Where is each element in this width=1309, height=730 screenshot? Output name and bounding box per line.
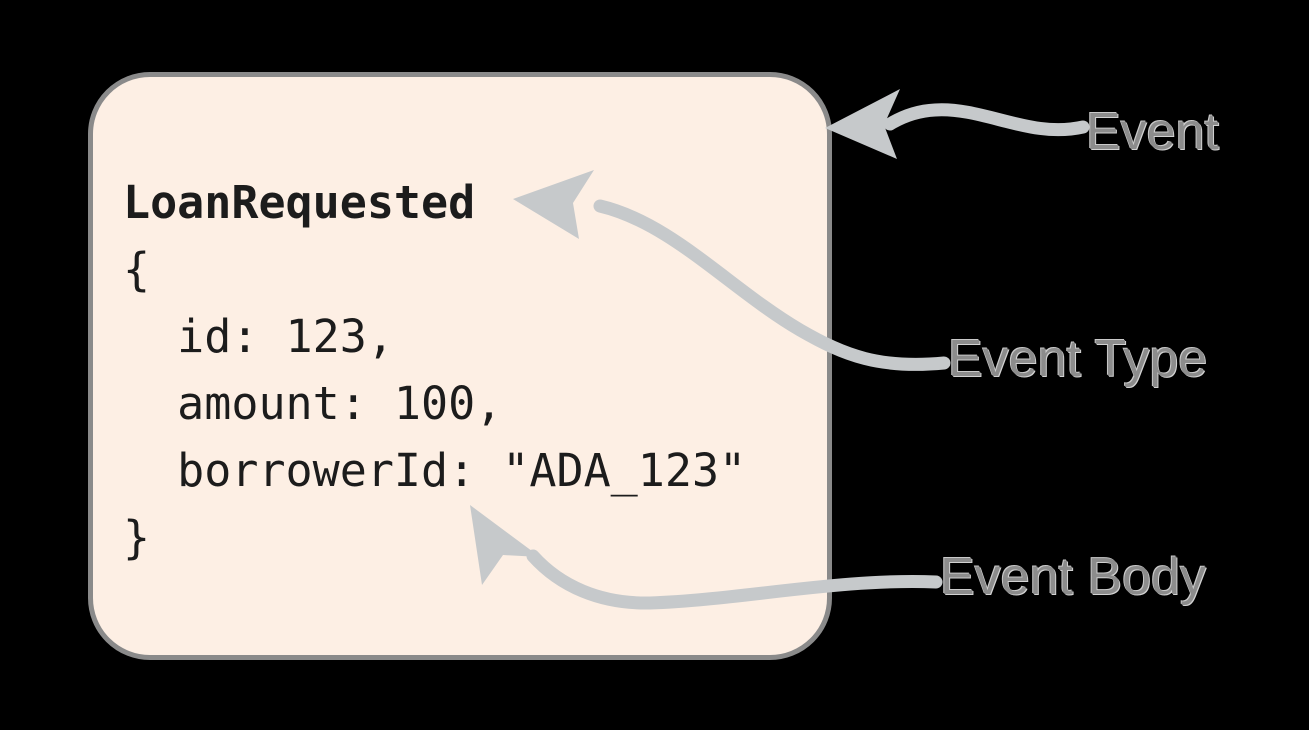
event-type-text: LoanRequested [123,176,476,229]
event-code-block: LoanRequested { id: 123, amount: 100, bo… [123,169,746,571]
annotation-label-event-body: Event Body [940,548,1206,606]
event-card: LoanRequested { id: 123, amount: 100, bo… [88,72,832,660]
arrow-event [825,89,1090,159]
annotation-label-event-type: Event Type [948,330,1208,388]
annotation-label-event: Event [1086,103,1219,161]
event-body-text: { id: 123, amount: 100, borrowerId: "ADA… [123,243,747,564]
arrowhead-event [825,89,900,159]
